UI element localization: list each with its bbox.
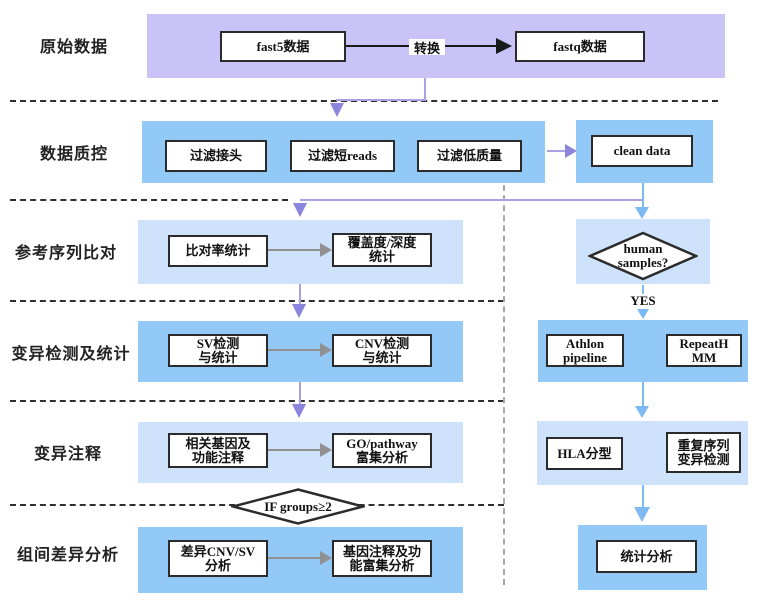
row-label-group-diff: 组间差异分析 bbox=[16, 547, 120, 564]
node-go-pathway: GO/pathway 富集分析 bbox=[332, 433, 432, 468]
node-hla: HLA分型 bbox=[546, 437, 623, 470]
divider-2 bbox=[10, 199, 288, 201]
arrow-diff-to-geneanno-head-icon bbox=[320, 551, 332, 565]
arrow-genes-to-go-line bbox=[268, 449, 320, 451]
arrow-down-into-stats-icon bbox=[634, 507, 650, 522]
arrow-down-into-tools-icon bbox=[637, 309, 649, 319]
node-coverage-depth: 覆盖度/深度 统计 bbox=[332, 233, 432, 267]
node-related-genes: 相关基因及 功能注释 bbox=[168, 433, 268, 468]
node-stats: 统计分析 bbox=[596, 540, 697, 573]
connector-tools-to-hla-vline bbox=[642, 382, 644, 406]
arrow-qc-to-clean-head-icon bbox=[565, 144, 577, 158]
node-sv: SV检测 与统计 bbox=[168, 334, 268, 367]
arrow-align-to-coverage-head-icon bbox=[320, 243, 332, 257]
connector-human-to-yes-vline bbox=[642, 285, 644, 294]
row-label-annotation: 变异注释 bbox=[33, 446, 103, 463]
row-label-qc: 数据质控 bbox=[39, 146, 109, 163]
connector-split-hline bbox=[300, 199, 643, 201]
connector-clean-down-vline bbox=[642, 183, 644, 208]
node-gene-annotation: 基因注释及功 能富集分析 bbox=[332, 540, 432, 577]
row-label-variant: 变异检测及统计 bbox=[11, 346, 131, 363]
node-filter-adapter: 过滤接头 bbox=[165, 140, 267, 172]
node-fastq: fastq数据 bbox=[515, 31, 645, 62]
decision-if-groups: IF groups≥2 bbox=[231, 488, 365, 525]
arrow-diff-to-geneanno-line bbox=[268, 557, 320, 559]
arrow-qc-to-clean-line bbox=[547, 150, 565, 152]
diamond-shape-icon bbox=[588, 231, 698, 281]
convert-edge-label: 转换 bbox=[409, 39, 445, 56]
connector-variant-to-annotation-vline bbox=[299, 382, 301, 404]
divider-4 bbox=[10, 400, 504, 402]
node-cnv: CNV检测 与统计 bbox=[332, 334, 432, 367]
divider-3 bbox=[10, 300, 504, 302]
decision-human-samples: human samples? bbox=[588, 231, 698, 281]
diamond-shape-icon bbox=[231, 488, 365, 525]
connector-hla-to-stats-vline bbox=[642, 485, 644, 508]
arrow-sv-to-cnv-line bbox=[268, 349, 320, 351]
arrow-align-to-coverage-line bbox=[268, 249, 320, 251]
connector-raw-to-qc-vline bbox=[424, 78, 426, 101]
divider-1 bbox=[10, 100, 718, 102]
row-label-raw-data: 原始数据 bbox=[39, 39, 109, 56]
decision-human-samples-label: human samples? bbox=[617, 241, 669, 270]
vertical-divider bbox=[503, 185, 505, 585]
connector-raw-to-qc-hline bbox=[336, 99, 426, 101]
node-filter-low-quality: 过滤低质量 bbox=[417, 140, 522, 172]
decision-if-groups-label: IF groups≥2 bbox=[264, 498, 332, 514]
arrow-genes-to-go-head-icon bbox=[320, 443, 332, 457]
node-clean-data: clean data bbox=[591, 135, 693, 167]
node-align-rate: 比对率统计 bbox=[168, 235, 268, 267]
arrow-down-into-hla-icon bbox=[635, 406, 649, 418]
arrow-down-into-annotation-icon bbox=[292, 404, 306, 418]
node-fast5: fast5数据 bbox=[220, 31, 346, 62]
arrow-down-into-qc-icon bbox=[330, 103, 344, 117]
node-athlon: Athlon pipeline bbox=[546, 334, 624, 367]
node-repeat-variant: 重复序列 变异检测 bbox=[666, 432, 741, 473]
arrow-sv-to-cnv-head-icon bbox=[320, 343, 332, 357]
node-repeathmm: RepeatH MM bbox=[666, 334, 742, 367]
arrow-down-into-human-icon bbox=[635, 207, 649, 219]
arrow-fast5-to-fastq-head-icon bbox=[496, 38, 512, 54]
node-diff-cnv-sv: 差异CNV/SV 分析 bbox=[168, 540, 268, 577]
node-filter-short-reads: 过滤短reads bbox=[290, 140, 395, 172]
arrow-down-into-variant-icon bbox=[292, 304, 306, 318]
row-label-alignment: 参考序列比对 bbox=[14, 245, 118, 262]
yes-edge-label: YES bbox=[630, 293, 656, 308]
connector-align-to-variant-vline bbox=[299, 284, 301, 304]
arrow-down-into-alignment-icon bbox=[293, 203, 307, 217]
